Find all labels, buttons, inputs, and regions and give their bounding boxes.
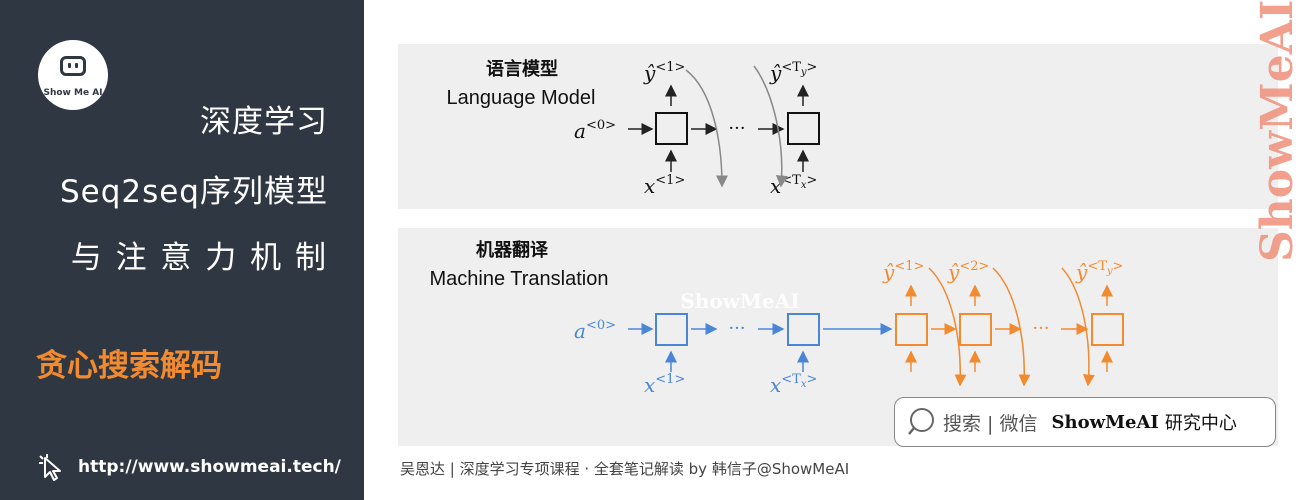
mt-decoder-cell-1 <box>895 313 928 346</box>
title-line-1: 深度学习 <box>200 104 328 140</box>
website-url: http://www.showmeai.tech/ <box>78 457 341 477</box>
title-line-2: Seq2seq序列模型 <box>59 174 328 210</box>
brand-vertical: ShowMeAI <box>1252 0 1303 262</box>
title-line-3: 与 注 意 力 机 制 <box>70 240 328 276</box>
mt-encoder-cell-1 <box>655 313 688 346</box>
lm-feedback-arrow <box>685 69 728 188</box>
search-suffix: 研究中心 <box>1164 413 1237 434</box>
mt-decoder-cell-T <box>1091 313 1124 346</box>
lm-xT-label: x<Tx> <box>770 173 817 198</box>
sidebar: Show Me AI 深度学习 Seq2seq序列模型 与 注 意 力 机 制 … <box>0 0 364 500</box>
lm-x1-label: x<1> <box>644 173 685 198</box>
topic-title: 贪心搜索解码 <box>36 348 222 384</box>
mt-yT-label: ŷ<Ty> <box>1075 259 1123 284</box>
mt-feedback-3 <box>1061 267 1095 387</box>
wechat-search-box[interactable]: 搜索 | 微信 ShowMeAI 研究中心 <box>894 397 1276 447</box>
mt-x1-label: x<1> <box>644 372 685 397</box>
watermark: ShowMeAI <box>680 289 799 313</box>
mt-encoder-cell-T <box>787 313 820 346</box>
robot-icon <box>60 56 86 76</box>
lm-yT-label: ŷ<Ty> <box>769 60 817 85</box>
lm-y1-label: ŷ<1> <box>643 60 685 85</box>
mt-feedback-1 <box>928 267 967 387</box>
website-link[interactable]: http://www.showmeai.tech/ <box>36 452 341 482</box>
mt-title-en: Machine Translation <box>430 268 609 290</box>
lm-a0-label: a<0> <box>574 118 616 143</box>
showmeai-logo[interactable]: Show Me AI <box>38 40 108 110</box>
lm-rnn-cell-T <box>787 112 820 145</box>
logo-text: Show Me AI <box>43 88 103 98</box>
lm-title-cn: 语言模型 <box>486 58 558 80</box>
mt-a0-label: a<0> <box>574 318 616 343</box>
mt-feedback-2 <box>992 267 1031 387</box>
mt-enc-dots: ··· <box>728 318 745 339</box>
mt-xT-label: x<Tx> <box>770 372 817 397</box>
lm-panel <box>398 44 1278 209</box>
search-icon <box>908 408 934 435</box>
mt-dec-dots: ··· <box>1032 318 1049 339</box>
mt-decoder-cell-2 <box>959 313 992 346</box>
lm-title-en: Language Model <box>446 87 595 109</box>
lm-feedback-arrow-2 <box>753 65 788 188</box>
cursor-click-icon <box>39 454 61 481</box>
search-brand: ShowMeAI <box>1051 411 1159 433</box>
mt-title-cn: 机器翻译 <box>476 239 549 261</box>
mt-y1-label: ŷ<1> <box>882 259 924 284</box>
lm-rnn-cell-1 <box>655 112 688 145</box>
search-label: 搜索 | 微信 <box>943 412 1038 435</box>
lm-dots: ··· <box>728 118 745 139</box>
footer-credit: 吴恩达 | 深度学习专项课程 · 全套笔记解读 by 韩信子@ShowMeAI <box>400 460 850 478</box>
mt-y2-label: ŷ<2> <box>947 259 989 284</box>
